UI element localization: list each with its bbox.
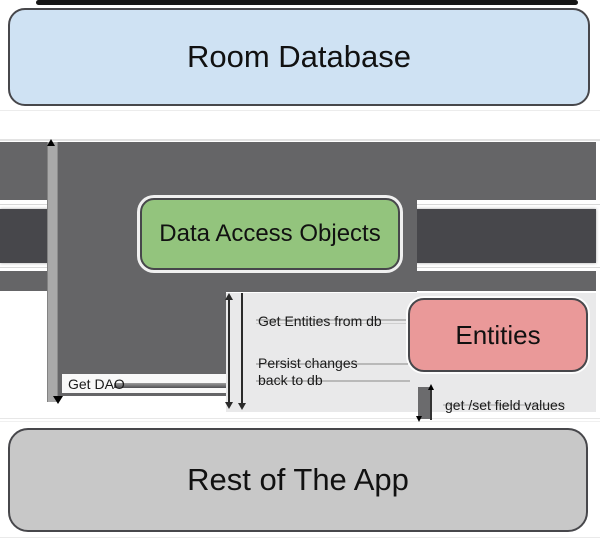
hairline [0, 421, 600, 422]
get-set-arrow-bar [418, 387, 430, 419]
edge-label-line2: back to db [258, 372, 323, 388]
connector-line [443, 404, 565, 406]
hairline [0, 110, 600, 111]
connector-line [256, 319, 406, 321]
get-dao-connector-line [114, 383, 226, 388]
get-entities-arrow [228, 298, 230, 403]
node-dao-label: Data Access Objects [159, 220, 381, 247]
node-rest-of-the-app: Rest of The App [8, 428, 588, 532]
edge-label-line1: Persist changes [258, 355, 358, 371]
node-room-database: Room Database [8, 8, 590, 106]
edge-label-get-set-field-values: get /set field values [445, 397, 565, 413]
persist-changes-arrow [241, 293, 243, 404]
edge-label-get-dao: Get DAO [68, 376, 125, 392]
node-entities: Entities [408, 298, 588, 372]
connector-line [256, 323, 406, 324]
arrow-down-icon [238, 403, 246, 410]
edge-label-get-entities: Get Entities from db [258, 313, 382, 329]
node-room-database-label: Room Database [186, 39, 411, 74]
arrow-up-icon [225, 293, 233, 300]
arrow-down-icon [416, 416, 422, 422]
connector-line [256, 380, 410, 382]
arrow-up-icon [47, 139, 55, 146]
arrow-up-icon [428, 384, 434, 390]
node-entities-label: Entities [455, 319, 541, 350]
hairline [0, 139, 600, 141]
node-rest-of-the-app-label: Rest of The App [187, 462, 409, 497]
top-border-bar [36, 0, 578, 5]
hairline [0, 537, 600, 538]
get-set-arrow-line [430, 387, 432, 420]
node-data-access-objects: Data Access Objects [140, 198, 400, 270]
edge-label-persist-changes: Persist changes back to db [258, 355, 358, 389]
arrow-down-icon [53, 396, 63, 404]
connector-line [256, 363, 408, 365]
get-dao-arrow-bar [47, 142, 58, 402]
hairline [0, 418, 600, 419]
arrow-down-icon [225, 402, 233, 409]
